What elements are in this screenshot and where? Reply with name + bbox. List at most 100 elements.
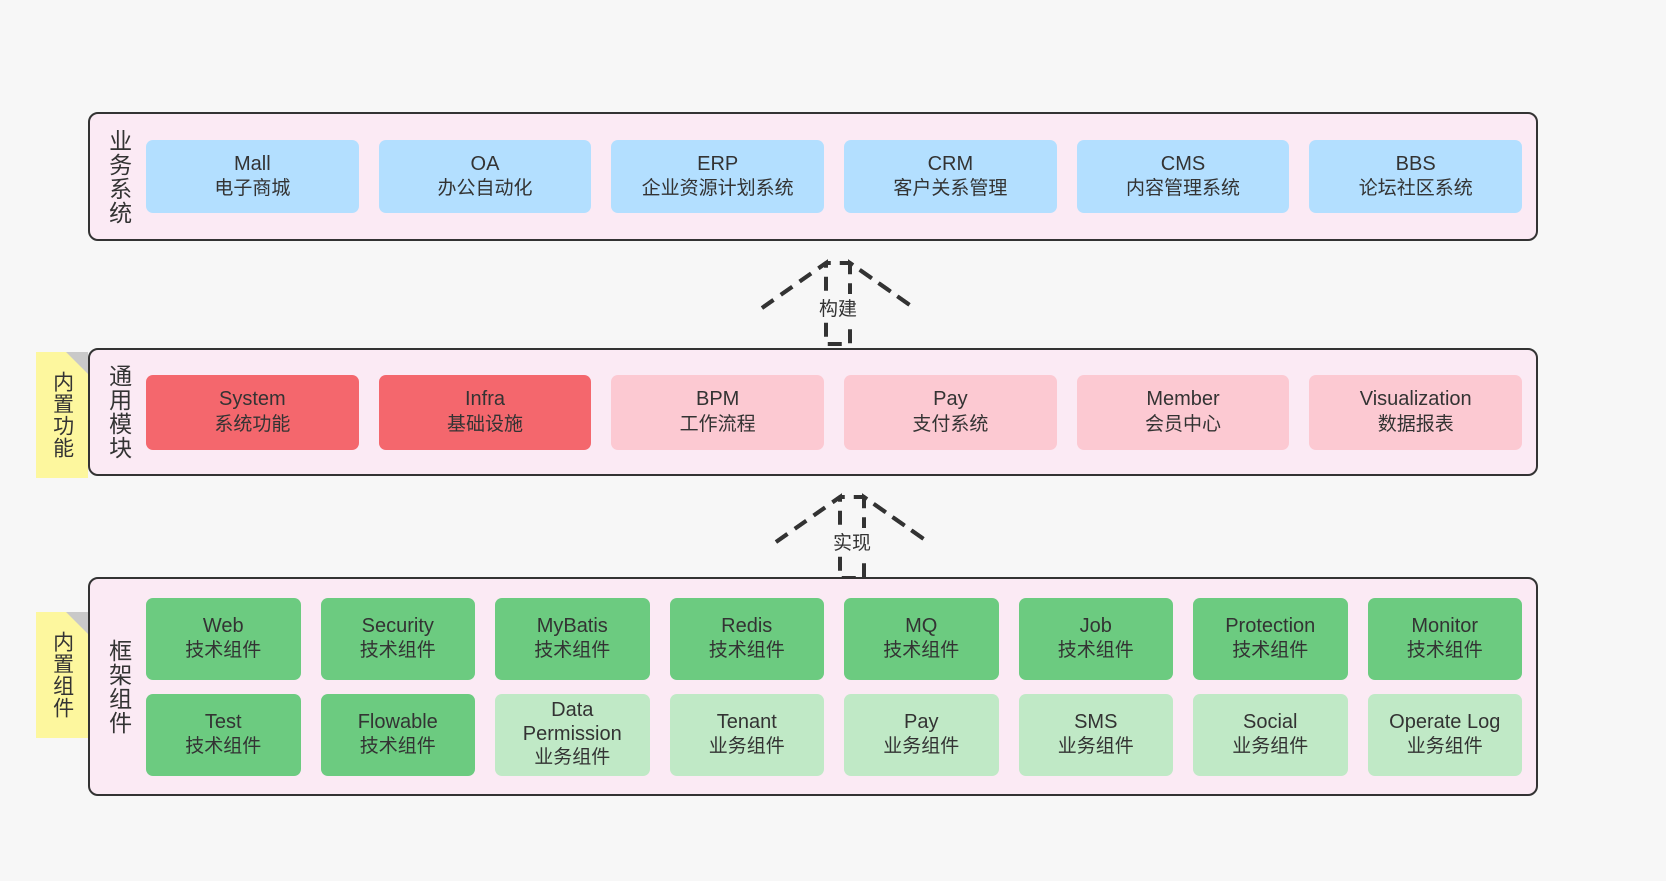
layer-body-business: Mall 电子商城 OA 办公自动化 ERP 企业资源计划系统 CRM 客户关系… bbox=[146, 114, 1536, 239]
node-title-en: Visualization bbox=[1359, 388, 1472, 411]
node-title-cn: 基础设施 bbox=[447, 413, 524, 435]
node-data-permission[interactable]: Data Permission 业务组件 bbox=[495, 693, 650, 776]
node-web[interactable]: Web 技术组件 bbox=[146, 597, 301, 680]
arrow-label-implement: 实现 bbox=[831, 528, 874, 555]
node-title-cn: 论坛社区系统 bbox=[1358, 178, 1473, 200]
folded-corner-icon bbox=[66, 352, 88, 374]
note-label: 内置功能 bbox=[50, 371, 74, 459]
node-title-cn: 内容管理系统 bbox=[1126, 178, 1241, 200]
node-title-cn: 技术组件 bbox=[708, 640, 785, 662]
node-title-en: CMS bbox=[1160, 152, 1206, 175]
node-flowable[interactable]: Flowable 技术组件 bbox=[320, 693, 475, 776]
node-title-cn: 业务组件 bbox=[1232, 736, 1309, 758]
node-title-en: CRM bbox=[927, 152, 974, 175]
node-title-cn: 技术组件 bbox=[359, 736, 436, 758]
node-title-en: Pay bbox=[904, 710, 939, 733]
node-member[interactable]: Member 会员中心 bbox=[1076, 374, 1290, 450]
node-title-en: Job bbox=[1079, 614, 1112, 637]
folded-corner-icon bbox=[66, 612, 88, 634]
node-title-en: Data Permission bbox=[522, 699, 622, 746]
node-title-cn: 会员中心 bbox=[1145, 413, 1222, 435]
node-title-cn: 技术组件 bbox=[534, 640, 611, 662]
node-operate-log[interactable]: Operate Log 业务组件 bbox=[1367, 693, 1522, 776]
node-title-en: Member bbox=[1146, 388, 1220, 411]
node-title-en: Operate Log bbox=[1389, 710, 1501, 733]
layer-business-system: 业务系统 Mall 电子商城 OA 办公自动化 ERP 企业资源计划系统 CRM… bbox=[88, 112, 1538, 241]
node-bpm[interactable]: BPM 工作流程 bbox=[611, 374, 825, 450]
node-title-en: Tenant bbox=[716, 710, 777, 733]
node-title-cn: 数据报表 bbox=[1377, 413, 1454, 435]
node-oa[interactable]: OA 办公自动化 bbox=[378, 140, 592, 213]
node-title-en: Redis bbox=[721, 614, 773, 637]
node-title-en: ERP bbox=[697, 152, 739, 175]
layer-row: Web 技术组件 Security 技术组件 MyBatis 技术组件 Redi… bbox=[146, 597, 1522, 680]
node-title-cn: 电子商城 bbox=[214, 178, 291, 200]
node-title-cn: 业务组件 bbox=[1406, 736, 1483, 758]
layer-common-modules: 通用模块 System 系统功能 Infra 基础设施 BPM 工作流程 Pay… bbox=[88, 348, 1538, 476]
node-title-cn: 支付系统 bbox=[912, 413, 989, 435]
node-job[interactable]: Job 技术组件 bbox=[1018, 597, 1173, 680]
node-sms[interactable]: SMS 业务组件 bbox=[1018, 693, 1173, 776]
layer-row: Test 技术组件 Flowable 技术组件 Data Permission … bbox=[146, 693, 1522, 776]
node-social[interactable]: Social 业务组件 bbox=[1193, 693, 1348, 776]
node-title-cn: 办公自动化 bbox=[437, 178, 533, 200]
arrow-build: 构建 bbox=[758, 258, 918, 348]
layer-title-framework: 框架组件 bbox=[105, 638, 132, 735]
note-builtin-component: 内置组件 bbox=[36, 612, 88, 738]
arrow-label-build: 构建 bbox=[817, 294, 860, 321]
node-title-cn: 系统功能 bbox=[214, 413, 291, 435]
node-title-cn: 技术组件 bbox=[359, 640, 436, 662]
node-security[interactable]: Security 技术组件 bbox=[320, 597, 475, 680]
node-title-en: System bbox=[218, 388, 286, 411]
node-title-cn: 技术组件 bbox=[1406, 640, 1483, 662]
node-title-en: MyBatis bbox=[536, 614, 608, 637]
node-title-en: Pay bbox=[933, 388, 968, 411]
layer-body-framework: Web 技术组件 Security 技术组件 MyBatis 技术组件 Redi… bbox=[146, 579, 1536, 794]
node-mq[interactable]: MQ 技术组件 bbox=[844, 597, 999, 680]
node-infra[interactable]: Infra 基础设施 bbox=[378, 374, 592, 450]
node-mall[interactable]: Mall 电子商城 bbox=[146, 140, 359, 213]
node-pay-component[interactable]: Pay 业务组件 bbox=[844, 693, 999, 776]
node-redis[interactable]: Redis 技术组件 bbox=[669, 597, 824, 680]
node-pay[interactable]: Pay 支付系统 bbox=[844, 374, 1057, 450]
node-crm[interactable]: CRM 客户关系管理 bbox=[844, 140, 1057, 213]
note-builtin-function: 内置功能 bbox=[36, 352, 88, 478]
node-title-cn: 工作流程 bbox=[679, 413, 756, 435]
node-erp[interactable]: ERP 企业资源计划系统 bbox=[611, 140, 825, 213]
layer-row: Mall 电子商城 OA 办公自动化 ERP 企业资源计划系统 CRM 客户关系… bbox=[146, 140, 1523, 213]
node-monitor[interactable]: Monitor 技术组件 bbox=[1367, 597, 1522, 680]
node-title-en: BBS bbox=[1395, 152, 1436, 175]
node-title-en: Security bbox=[361, 614, 434, 637]
dashed-up-arrow-icon bbox=[760, 259, 916, 346]
node-title-en: Social bbox=[1243, 710, 1298, 733]
node-title-en: Monitor bbox=[1411, 614, 1479, 637]
layer-row: System 系统功能 Infra 基础设施 BPM 工作流程 Pay 支付系统… bbox=[146, 374, 1523, 450]
node-title-cn: 客户关系管理 bbox=[893, 178, 1008, 200]
node-title-en: Mall bbox=[234, 152, 271, 175]
node-bbs[interactable]: BBS 论坛社区系统 bbox=[1309, 140, 1523, 213]
node-test[interactable]: Test 技术组件 bbox=[146, 693, 301, 776]
node-title-cn: 技术组件 bbox=[883, 640, 960, 662]
node-title-en: Infra bbox=[464, 388, 506, 411]
node-title-cn: 业务组件 bbox=[534, 747, 611, 769]
node-visualization[interactable]: Visualization 数据报表 bbox=[1309, 374, 1523, 450]
node-title-cn: 技术组件 bbox=[1057, 640, 1134, 662]
node-title-en: OA bbox=[470, 152, 500, 175]
node-protection[interactable]: Protection 技术组件 bbox=[1193, 597, 1348, 680]
node-title-cn: 业务组件 bbox=[708, 736, 785, 758]
node-mybatis[interactable]: MyBatis 技术组件 bbox=[495, 597, 650, 680]
node-cms[interactable]: CMS 内容管理系统 bbox=[1076, 140, 1290, 213]
layer-body-common: System 系统功能 Infra 基础设施 BPM 工作流程 Pay 支付系统… bbox=[146, 350, 1536, 474]
node-title-cn: 企业资源计划系统 bbox=[641, 178, 794, 200]
note-label: 内置组件 bbox=[50, 631, 74, 719]
node-title-en: BPM bbox=[696, 388, 740, 411]
node-title-en: Test bbox=[204, 710, 242, 733]
node-system[interactable]: System 系统功能 bbox=[146, 374, 359, 450]
node-title-en: Flowable bbox=[357, 710, 438, 733]
node-title-en: Web bbox=[202, 614, 244, 637]
node-title-en: MQ bbox=[905, 614, 938, 637]
layer-title-common: 通用模块 bbox=[105, 364, 132, 460]
layer-title-business: 业务系统 bbox=[105, 128, 132, 225]
node-title-cn: 技术组件 bbox=[1232, 640, 1309, 662]
node-tenant[interactable]: Tenant 业务组件 bbox=[669, 693, 824, 776]
